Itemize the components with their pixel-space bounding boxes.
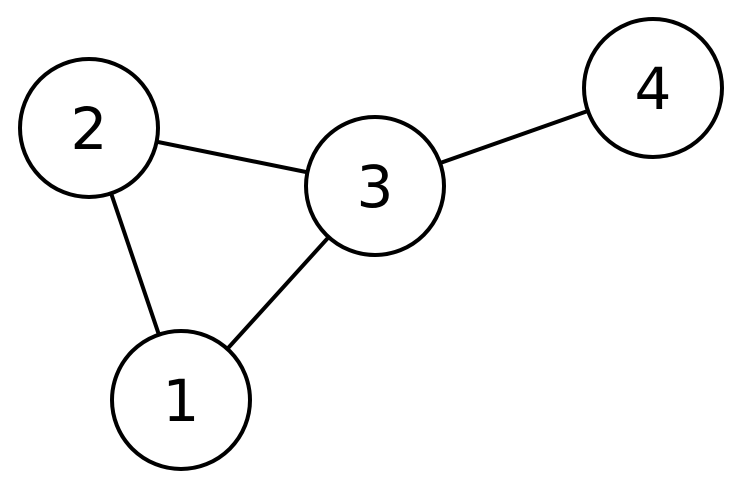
node-label-1: 1 — [163, 367, 200, 435]
node-circle-4 — [582, 17, 724, 159]
node-circle-2 — [18, 57, 160, 199]
node-label-3: 3 — [357, 153, 394, 221]
node-label-4: 4 — [635, 55, 672, 123]
graph-node-1: 1 — [110, 329, 252, 471]
graph-node-2: 2 — [18, 57, 160, 199]
node-circle-1 — [110, 329, 252, 471]
node-circle-3 — [304, 115, 446, 257]
graph-node-4: 4 — [582, 17, 724, 159]
graph-node-3: 3 — [304, 115, 446, 257]
node-label-2: 2 — [71, 95, 108, 163]
